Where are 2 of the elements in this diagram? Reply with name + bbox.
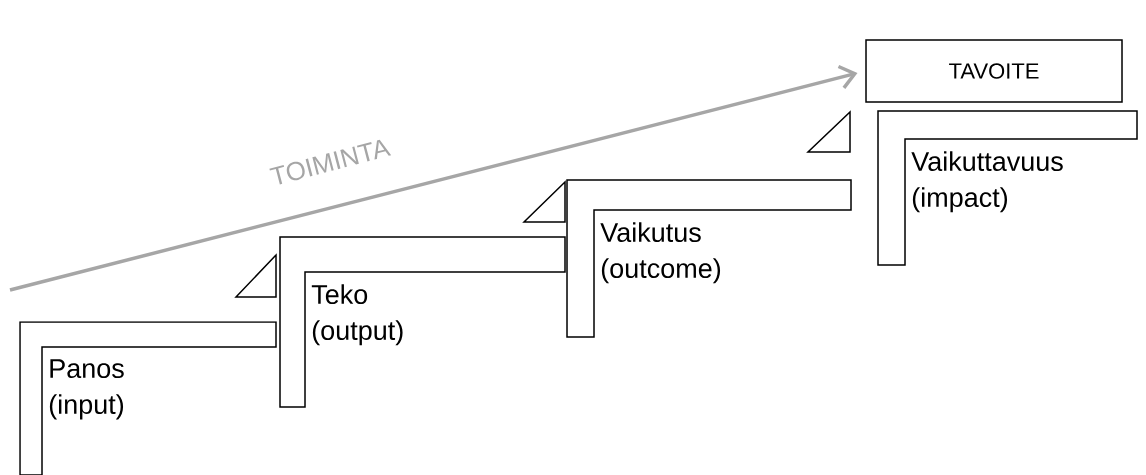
goal-box: TAVOITE [865,39,1123,103]
arrow [9,64,858,292]
